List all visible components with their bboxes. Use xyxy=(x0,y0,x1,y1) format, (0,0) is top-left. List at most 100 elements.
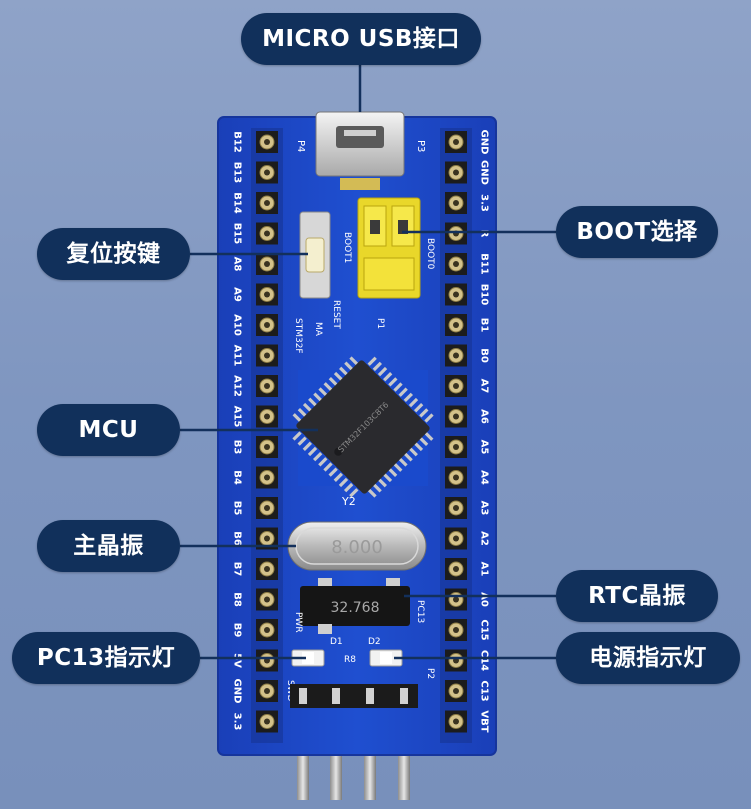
mcu-lead xyxy=(424,431,434,441)
right-pin-label: B0 xyxy=(479,348,490,363)
silk-p3: P3 xyxy=(415,140,426,152)
mcu-lead xyxy=(338,477,349,488)
left-pin-label: B13 xyxy=(232,162,243,184)
right-pin-hole xyxy=(453,291,459,298)
right-pin-label: A0 xyxy=(479,592,490,607)
silk-r8: R8 xyxy=(344,655,356,665)
right-pin-hole xyxy=(453,718,459,725)
right-pin-hole xyxy=(453,505,459,511)
left-pin-hole xyxy=(264,261,270,267)
main-crystal-marking: 8.000 xyxy=(331,537,383,558)
left-pin-hole xyxy=(264,230,270,237)
mcu-lead xyxy=(398,387,408,397)
mcu-lead xyxy=(313,392,323,402)
silk-pc13: PC13 xyxy=(415,600,425,623)
left-pin-label: B7 xyxy=(232,562,243,577)
right-pin-label: A7 xyxy=(479,379,490,394)
silk-boot0: BOOT0 xyxy=(425,238,435,270)
mcu-lead xyxy=(318,387,328,397)
mcu-lead xyxy=(383,372,393,382)
right-pin-label: GND xyxy=(479,160,490,185)
left-pin-hole xyxy=(264,566,270,572)
right-pin-label: C15 xyxy=(479,619,490,640)
label-boot-select: BOOT选择 xyxy=(556,206,718,258)
silk-d1: D1 xyxy=(330,637,343,647)
mcu-lead xyxy=(372,361,383,372)
mcu-lead xyxy=(339,366,349,377)
right-pin-label: A2 xyxy=(479,531,490,546)
right-pin-hole xyxy=(453,200,459,206)
left-pin-hole xyxy=(264,474,270,481)
mcu-lead xyxy=(424,413,434,423)
left-pin-label: B12 xyxy=(232,131,243,153)
swd-header xyxy=(290,684,418,708)
micro-usb-connector xyxy=(315,111,405,190)
right-pin-label: 3.3 xyxy=(479,194,490,212)
right-pin-label: VBT xyxy=(479,710,490,732)
right-pin-hole xyxy=(453,566,459,572)
right-pin-label: B10 xyxy=(479,284,490,306)
right-pin-hole xyxy=(453,261,459,267)
rtc-crystal: 32.768 xyxy=(300,578,410,634)
reset-button xyxy=(299,211,331,299)
left-pin-label: B14 xyxy=(232,192,243,214)
right-pin-label: A6 xyxy=(479,409,490,424)
left-pin-label: A8 xyxy=(232,257,243,272)
pc13-led-component xyxy=(369,649,403,667)
mcu-lead xyxy=(302,441,313,451)
left-pin-label: 3.3 xyxy=(232,713,243,731)
mcu-lead xyxy=(393,382,403,392)
right-pin-label: R xyxy=(479,230,490,238)
label-power-led: 电源指示灯 xyxy=(556,632,740,684)
silk-ma: MA xyxy=(313,322,323,337)
main-crystal: 8.000 xyxy=(287,521,427,571)
left-pin-label: A11 xyxy=(232,345,243,367)
left-pin-hole xyxy=(264,535,270,542)
left-pin-label: 5V xyxy=(232,653,243,668)
mcu-lead xyxy=(372,483,382,493)
right-pin-hole xyxy=(453,322,459,328)
right-pin-label: A5 xyxy=(479,440,490,455)
right-pin-hole xyxy=(453,413,459,420)
right-pin-label: B11 xyxy=(479,253,490,275)
silk-stm32: STM32F xyxy=(293,318,303,354)
right-pin-header xyxy=(445,131,467,733)
right-pin-hole xyxy=(453,474,459,481)
right-pin-label: A1 xyxy=(479,562,490,577)
left-pin-hole xyxy=(264,139,270,145)
silk-d2: D2 xyxy=(368,637,381,647)
left-pin-hole xyxy=(264,383,270,389)
mcu-lead xyxy=(292,431,302,441)
mcu-lead xyxy=(388,377,398,387)
right-pin-hole xyxy=(453,627,459,633)
left-pin-label: A10 xyxy=(232,314,243,336)
left-pin-label: B8 xyxy=(232,592,243,607)
mcu-lead xyxy=(323,462,333,472)
mcu-lead xyxy=(297,436,307,446)
mcu-lead xyxy=(328,377,339,387)
mcu-lead xyxy=(333,472,343,482)
left-pin-labels: B12B13B14B15A8A9A10A11A12A15B3B4B5B6B7B8… xyxy=(232,131,243,730)
mcu-lead xyxy=(349,356,359,366)
mcu-lead xyxy=(349,488,359,498)
label-micro-usb: MICRO USB接口 xyxy=(241,13,481,65)
left-pin-hole xyxy=(264,688,270,694)
right-pin-hole xyxy=(453,139,459,145)
right-pin-label: A3 xyxy=(479,501,490,516)
right-pin-label: A4 xyxy=(479,470,490,485)
label-pc13-led: PC13指示灯 xyxy=(12,632,200,684)
left-pin-hole xyxy=(264,200,270,206)
mcu-lead xyxy=(313,451,323,462)
rtc-crystal-marking: 32.768 xyxy=(331,600,380,616)
right-pin-label: C13 xyxy=(479,680,490,701)
label-reset-button: 复位按键 xyxy=(37,228,190,280)
left-pin-label: GND xyxy=(232,679,243,704)
leader-lines xyxy=(180,64,556,660)
left-pin-hole xyxy=(264,505,270,511)
mcu-lead xyxy=(408,397,419,408)
left-pin-hole xyxy=(264,169,270,176)
left-pin-label: A15 xyxy=(232,406,243,428)
left-pin-label: B4 xyxy=(232,470,243,485)
left-pin-hole xyxy=(264,718,270,725)
silk-p4: P4 xyxy=(295,140,306,152)
